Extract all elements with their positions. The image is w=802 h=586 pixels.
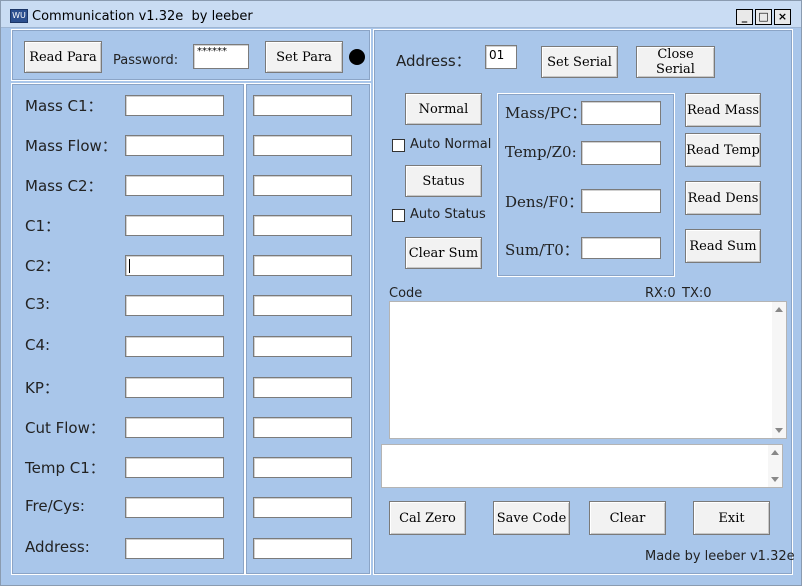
- param-read-field[interactable]: [253, 538, 352, 559]
- param-read-field[interactable]: [253, 215, 352, 236]
- send-scroll-up-icon[interactable]: [771, 450, 779, 455]
- param-value-field[interactable]: [125, 336, 224, 357]
- scroll-up-icon[interactable]: [775, 307, 783, 312]
- param-label: Address:: [25, 538, 90, 556]
- read-mass-button[interactable]: Read Mass: [685, 93, 761, 127]
- param-read-field[interactable]: [253, 457, 352, 478]
- send-textarea[interactable]: [381, 444, 783, 488]
- title-bar[interactable]: WU Communication v1.32e by leeber _ □ ×: [1, 1, 801, 28]
- code-scrollbar[interactable]: [772, 302, 786, 438]
- param-label: Cut Flow：: [25, 419, 105, 437]
- param-value-field[interactable]: [125, 135, 224, 156]
- param-read-field[interactable]: [253, 497, 352, 518]
- param-label: C3:: [25, 295, 51, 313]
- read-dens-button[interactable]: Read Dens: [685, 181, 761, 215]
- password-label: Password:: [113, 53, 179, 68]
- app-icon: WU: [10, 9, 28, 23]
- param-label: C4:: [25, 336, 51, 354]
- param-read-field[interactable]: [253, 417, 352, 438]
- mass-pc-label: Mass/PC：: [505, 104, 587, 122]
- auto-normal-checkbox[interactable]: [392, 139, 405, 152]
- password-input[interactable]: ******: [193, 44, 249, 69]
- text-caret: [129, 259, 130, 273]
- minimize-button[interactable]: _: [736, 9, 753, 25]
- param-label: Mass C2：: [25, 177, 103, 195]
- address-input[interactable]: 01: [485, 45, 517, 69]
- auto-status-checkbox[interactable]: [392, 209, 405, 222]
- mass-pc-field[interactable]: [581, 101, 661, 125]
- close-button[interactable]: ×: [774, 9, 791, 25]
- status-button[interactable]: Status: [405, 165, 482, 197]
- send-scroll-down-icon[interactable]: [771, 477, 779, 482]
- param-value-field[interactable]: [125, 255, 224, 276]
- sum-t0-field[interactable]: [581, 237, 661, 259]
- normal-button[interactable]: Normal: [405, 93, 482, 125]
- param-read-field[interactable]: [253, 336, 352, 357]
- read-temp-button[interactable]: Read Temp: [685, 133, 761, 167]
- param-label: KP：: [25, 379, 59, 397]
- serial-panel: [373, 29, 793, 575]
- address-label: Address：: [396, 52, 471, 70]
- close-serial-button[interactable]: Close Serial: [636, 46, 715, 78]
- param-value-field[interactable]: [125, 215, 224, 236]
- param-read-field[interactable]: [253, 255, 352, 276]
- param-panel-right: [245, 83, 371, 575]
- param-label: C2：: [25, 257, 61, 275]
- param-value-field[interactable]: [125, 417, 224, 438]
- temp-z0-label: Temp/Z0:: [505, 143, 577, 161]
- param-value-field[interactable]: [125, 95, 224, 116]
- scroll-down-icon[interactable]: [775, 428, 783, 433]
- param-value-field[interactable]: [125, 377, 224, 398]
- sum-t0-label: Sum/T0：: [505, 241, 579, 259]
- param-read-field[interactable]: [253, 95, 352, 116]
- rx-counter: RX:0: [645, 286, 676, 301]
- code-textarea[interactable]: [389, 301, 787, 439]
- maximize-button[interactable]: □: [755, 9, 772, 25]
- save-code-button[interactable]: Save Code: [493, 501, 570, 535]
- param-value-field[interactable]: [125, 295, 224, 316]
- set-para-button[interactable]: Set Para: [265, 41, 343, 73]
- read-para-button[interactable]: Read Para: [24, 41, 102, 73]
- send-scrollbar[interactable]: [768, 445, 782, 487]
- dens-f0-field[interactable]: [581, 189, 661, 213]
- cal-zero-button[interactable]: Cal Zero: [389, 501, 466, 535]
- param-panel-left: [11, 83, 245, 575]
- param-value-field[interactable]: [125, 497, 224, 518]
- set-serial-button[interactable]: Set Serial: [541, 46, 618, 78]
- param-value-field[interactable]: [125, 457, 224, 478]
- param-value-field[interactable]: [125, 175, 224, 196]
- param-label: Mass C1：: [25, 97, 103, 115]
- param-label: Mass Flow：: [25, 137, 117, 155]
- para-panel: [11, 29, 371, 81]
- window-title: Communication v1.32e by leeber: [32, 9, 253, 24]
- exit-button[interactable]: Exit: [693, 501, 770, 535]
- temp-z0-field[interactable]: [581, 141, 661, 165]
- clear-sum-button[interactable]: Clear Sum: [405, 237, 482, 269]
- param-label: C1：: [25, 217, 61, 235]
- clear-button[interactable]: Clear: [589, 501, 666, 535]
- connection-led: [349, 49, 365, 65]
- auto-normal-label: Auto Normal: [410, 137, 492, 152]
- dens-f0-label: Dens/F0：: [505, 193, 584, 211]
- readings-group: [497, 93, 675, 277]
- footer-credit: Made by leeber v1.32e: [645, 549, 795, 564]
- param-read-field[interactable]: [253, 377, 352, 398]
- param-label: Fre/Cys:: [25, 497, 85, 515]
- param-read-field[interactable]: [253, 175, 352, 196]
- param-value-field[interactable]: [125, 538, 224, 559]
- tx-counter: TX:0: [682, 286, 712, 301]
- code-label: Code: [389, 286, 423, 301]
- read-sum-button[interactable]: Read Sum: [685, 229, 761, 263]
- param-read-field[interactable]: [253, 295, 352, 316]
- param-read-field[interactable]: [253, 135, 352, 156]
- param-label: Temp C1：: [25, 459, 105, 477]
- auto-status-label: Auto Status: [410, 207, 486, 222]
